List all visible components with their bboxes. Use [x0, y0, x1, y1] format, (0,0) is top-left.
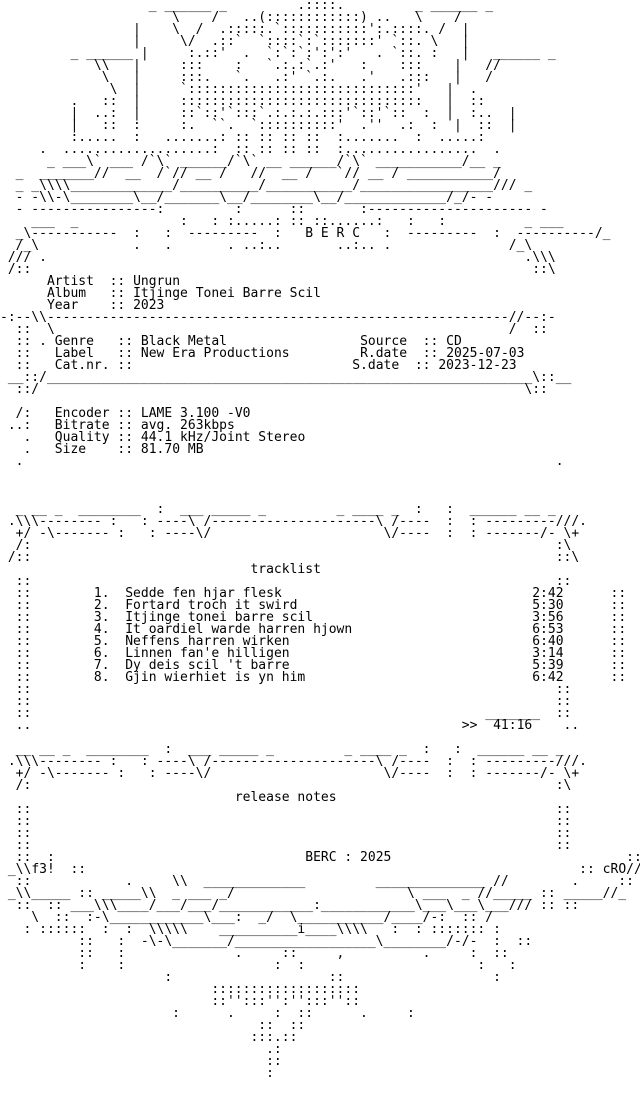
- track-number: 7.: [93, 658, 110, 673]
- track-number: 3.: [93, 610, 110, 625]
- release-notes-heading-row: release notes: [0, 790, 640, 805]
- track-row: :: 5. Neffens harren wirken 6:40 ::: [0, 634, 627, 649]
- bitrate-label: Bitrate: [54, 418, 110, 433]
- genre-label: Genre: [54, 334, 94, 349]
- tracklist-frame: _ __ _ ________ : ___ _____ _ _ ____ _ :…: [7, 502, 587, 565]
- track-duration: 3:14: [532, 646, 564, 661]
- total-prefix: >>: [461, 718, 478, 733]
- art-row: :: ::: [0, 826, 572, 841]
- release-notes-frame: __ __ _ ________ : ___ _____ _ _ ____ _ …: [7, 742, 587, 793]
- track-number: 8.: [93, 670, 110, 685]
- genre-value: Black Metal: [140, 334, 227, 349]
- track-duration: 6:53: [532, 622, 564, 637]
- track-number: 4.: [93, 622, 110, 637]
- total-row: .. >> 41:16 ..: [0, 718, 580, 733]
- info-row: Artist :: Ungrun: [46, 274, 181, 289]
- track-number: 1.: [93, 586, 110, 601]
- size-value: 81.70 MB: [140, 442, 204, 457]
- logo-art: _ ___\` ___ /`\` ______/`\` __ ______/`\…: [7, 154, 611, 277]
- footer-sig-row: :: : BERC : 2025 ::: [0, 850, 640, 865]
- info-row: /: Encoder :: LAME 3.100 -V0: [0, 406, 251, 421]
- track-title: Linnen fan'e hilligen: [125, 646, 290, 661]
- tracklist-heading: tracklist: [250, 562, 321, 577]
- total-rule-row: :: _______ ::: [0, 706, 572, 721]
- source-value: CD: [446, 334, 462, 349]
- info-row: :: Cat.nr. :: S.date :: 2023-12-23: [0, 358, 517, 373]
- info-row: Year :: 2023: [46, 298, 165, 313]
- footer-art: :: . \\ _____________ ______________ // …: [7, 874, 634, 1081]
- encoder-label: Encoder: [54, 406, 110, 421]
- artist-tag-right: cRO: [602, 862, 627, 877]
- size-label: Size: [54, 442, 87, 457]
- art-row: :: ::: [0, 574, 572, 589]
- track-duration: 6:40: [532, 634, 564, 649]
- art-row: :: ::: [0, 682, 572, 697]
- track-duration: 6:42: [532, 670, 564, 685]
- info-row: :: . Genre :: Black Metal Source :: CD: [0, 334, 462, 349]
- separator-2: __::/___________________________________…: [7, 370, 572, 397]
- track-number: 2.: [93, 598, 110, 613]
- track-row: :: 3. Itjinge tonei barre scil 3:56 ::: [0, 610, 627, 625]
- track-duration: 3:56: [532, 610, 564, 625]
- quality-value: 44.1 kHz/Joint Stereo: [140, 430, 306, 445]
- info-row: . Size :: 81.70 MB: [0, 442, 204, 457]
- track-title: Gjin wierhiet is yn him: [125, 670, 306, 685]
- art-row: :: ::: [0, 694, 572, 709]
- encoder-value: LAME 3.100 -V0: [140, 406, 251, 421]
- info-row: Album :: Itjinge Tonei Barre Scil: [46, 286, 321, 301]
- track-title: Sedde fen hjar flesk: [125, 586, 282, 601]
- artist-tag-left: f3!: [31, 862, 55, 877]
- track-duration: 5:39: [532, 658, 564, 673]
- track-number: 5.: [93, 634, 110, 649]
- header-art: _ ______ _ .::::. _ ______ _ \ / ..(::::…: [39, 0, 556, 157]
- track-row: :: 2. Fortard troch it swird 5:30 ::: [0, 598, 627, 613]
- track-title: It oardiel warde harren hjown: [125, 622, 353, 637]
- track-row: :: 8. Gjin wierhiet is yn him 6:42 ::: [0, 670, 627, 685]
- label-label: Label: [54, 346, 94, 361]
- art-row: :: ::: [0, 814, 572, 829]
- year-value: 2023: [133, 298, 165, 313]
- track-number: 6.: [93, 646, 110, 661]
- track-row: :: 4. It oardiel warde harren hjown 6:53…: [0, 622, 627, 637]
- album-label: Album: [46, 286, 87, 301]
- release-notes-heading: release notes: [234, 790, 337, 805]
- tracklist-heading-row: tracklist: [0, 562, 640, 577]
- info-row: ..: Bitrate :: avg. 263kbps: [0, 418, 235, 433]
- artist-label: Artist: [46, 274, 94, 289]
- bitrate-value: avg. 263kbps: [140, 418, 235, 433]
- track-duration: 5:30: [532, 598, 564, 613]
- art-row: :: ::: [0, 838, 572, 853]
- catnr-label: Cat.nr.: [54, 358, 110, 373]
- art-row: :: ::: [0, 802, 572, 817]
- quality-label: Quality: [54, 430, 110, 445]
- footer-year: 2025: [360, 850, 392, 865]
- track-row: :: 7. Dy deis scil 't barre 5:39 ::: [0, 658, 627, 673]
- rdate-value: 2025-07-03: [446, 346, 525, 361]
- info-row: . Quality :: 44.1 kHz/Joint Stereo: [0, 430, 306, 445]
- track-row: :: 6. Linnen fan'e hilligen 3:14 ::: [0, 646, 627, 661]
- art-row: . .: [0, 454, 564, 469]
- track-duration: 2:42: [532, 586, 564, 601]
- info-row: :: Label :: New Era Productions R.date :…: [0, 346, 525, 361]
- sdate-label: S.date: [352, 358, 400, 373]
- footer-tags-row: _\\f3! :: :: cRO//_: [0, 862, 640, 877]
- track-title: Fortard troch it swird: [125, 598, 298, 613]
- year-label: Year: [46, 298, 79, 313]
- footer-group: BERC: [305, 850, 337, 865]
- total-rule: _______: [485, 706, 541, 721]
- rdate-label: R.date: [360, 346, 408, 361]
- album-value: Itjinge Tonei Barre Scil: [133, 286, 321, 301]
- track-list: :: 1. Sedde fen hjar flesk 2:42 :: :: 2.…: [0, 586, 640, 685]
- source-label: Source: [360, 334, 408, 349]
- separator-1: -:--\\----------------------------------…: [0, 310, 556, 337]
- artist-value: Ungrun: [133, 274, 181, 289]
- label-value: New Era Productions: [140, 346, 290, 361]
- total-time: 41:16: [493, 718, 533, 733]
- track-title: Itjinge tonei barre scil: [125, 610, 314, 625]
- track-title: Neffens harren wirken: [125, 634, 290, 649]
- track-title: Dy deis scil 't barre: [125, 658, 290, 673]
- sdate-value: 2023-12-23: [438, 358, 517, 373]
- track-row: :: 1. Sedde fen hjar flesk 2:42 ::: [0, 586, 627, 601]
